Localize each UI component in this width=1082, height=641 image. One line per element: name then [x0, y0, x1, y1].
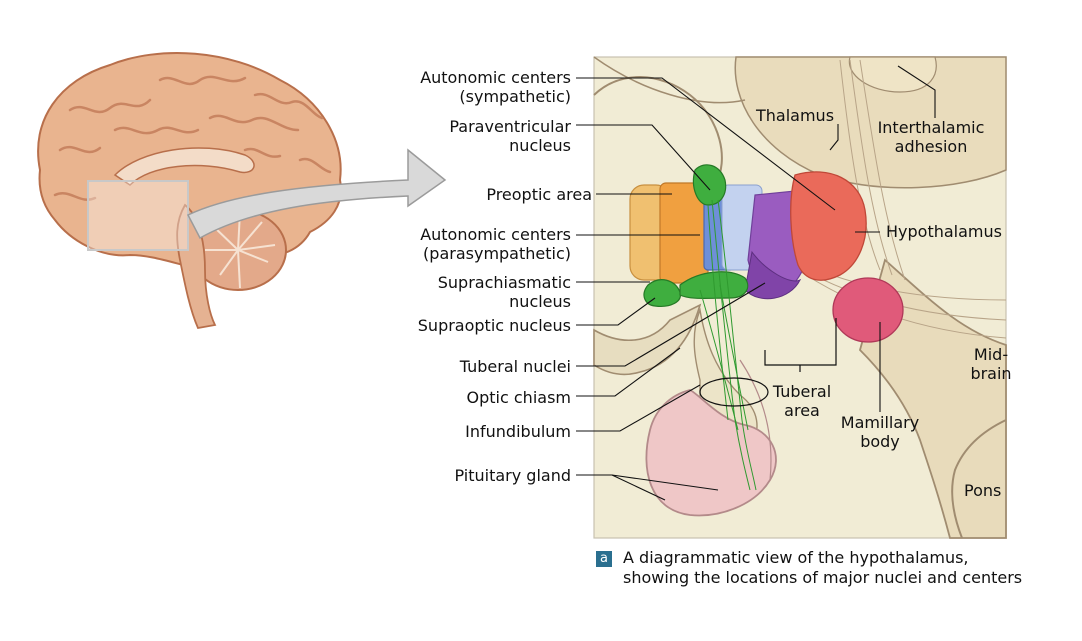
label-autonomic-parasympathetic-line2: (parasympathetic)	[423, 244, 571, 263]
label-suprachiasmatic-line1: Suprachiasmatic	[437, 273, 571, 292]
corpus-callosum	[113, 147, 255, 186]
label-tuberal-area-line1: Tuberal	[772, 382, 832, 401]
label-thalamus-text: Thalamus	[756, 106, 835, 125]
caption-line1: A diagrammatic view of the hypothalamus,	[623, 548, 969, 567]
label-pons: Pons	[964, 481, 1001, 500]
label-interthalamic-line1: Interthalamic	[877, 118, 985, 137]
label-hypothalamus-text: Hypothalamus	[886, 222, 1002, 241]
label-suprachiasmatic: Suprachiasmatic nucleus	[438, 273, 571, 311]
label-tuberal-area: Tuberal area	[766, 382, 838, 420]
ventricle-wall	[593, 76, 723, 186]
label-autonomic-sympathetic: Autonomic centers (sympathetic)	[420, 68, 571, 106]
label-infundibulum: Infundibulum	[465, 422, 571, 441]
label-autonomic-sympathetic-line2: (sympathetic)	[459, 87, 571, 106]
mamillary-body-shape	[832, 277, 904, 343]
label-pons-text: Pons	[964, 481, 1002, 500]
label-midbrain: Mid- brain	[960, 345, 1022, 383]
paraventricular-green	[692, 164, 727, 206]
caption-badge: a	[596, 551, 612, 567]
label-optic-chiasm-text: Optic chiasm	[466, 388, 571, 407]
label-autonomic-parasympathetic: Autonomic centers (parasympathetic)	[420, 225, 571, 263]
label-supraoptic-text: Supraoptic nucleus	[417, 316, 571, 335]
pons-curve	[951, 419, 1007, 539]
label-preoptic-text: Preoptic area	[486, 185, 592, 204]
tuberal-area-bracket	[699, 318, 837, 407]
label-paraventricular-line1: Paraventricular	[449, 117, 571, 136]
sympathetic-nucleus	[790, 171, 867, 281]
label-hypothalamus: Hypothalamus	[886, 222, 1002, 241]
optic-chiasm-shape	[593, 303, 702, 376]
highlight-box	[87, 180, 189, 251]
label-pituitary: Pituitary gland	[454, 466, 571, 485]
label-pituitary-text: Pituitary gland	[454, 466, 571, 485]
label-midbrain-line2: brain	[970, 364, 1012, 383]
label-preoptic: Preoptic area	[486, 185, 592, 204]
brainstem	[176, 203, 217, 330]
label-infundibulum-text: Infundibulum	[465, 422, 571, 441]
zoom-arrow	[186, 148, 447, 240]
label-thalamus: Thalamus	[756, 106, 834, 125]
label-interthalamic: Interthalamic adhesion	[866, 118, 996, 156]
label-interthalamic-line2: adhesion	[894, 137, 968, 156]
hypophyseal-tracts	[699, 199, 757, 491]
hypothalamic-nuclei	[629, 164, 904, 491]
brain-gyri	[53, 75, 332, 201]
label-paraventricular: Paraventricular nucleus	[449, 117, 571, 155]
caption-line2: showing the locations of major nuclei an…	[623, 568, 1023, 587]
label-paraventricular-line2: nucleus	[509, 136, 571, 155]
label-mamillary-line1: Mamillary	[840, 413, 920, 432]
label-mamillary-line2: body	[860, 432, 900, 451]
interthalamic-adhesion-shape	[848, 56, 937, 93]
label-suprachiasmatic-line2: nucleus	[509, 292, 571, 311]
label-supraoptic: Supraoptic nucleus	[418, 316, 571, 335]
label-tuberal-area-line2: area	[784, 401, 820, 420]
corpus-curve	[593, 56, 746, 104]
label-tuberal-nuclei-text: Tuberal nuclei	[459, 357, 571, 376]
pituitary-stalk	[739, 359, 772, 481]
label-autonomic-parasympathetic-line1: Autonomic centers	[420, 225, 571, 244]
label-tuberal-nuclei: Tuberal nuclei	[460, 357, 571, 376]
figure-caption: A diagrammatic view of the hypothalamus,…	[623, 548, 1022, 588]
label-mamillary: Mamillary body	[832, 413, 928, 451]
label-autonomic-sympathetic-line1: Autonomic centers	[420, 68, 571, 87]
label-midbrain-line1: Mid-	[973, 345, 1009, 364]
label-optic-chiasm: Optic chiasm	[467, 388, 571, 407]
leader-lines	[576, 65, 936, 501]
